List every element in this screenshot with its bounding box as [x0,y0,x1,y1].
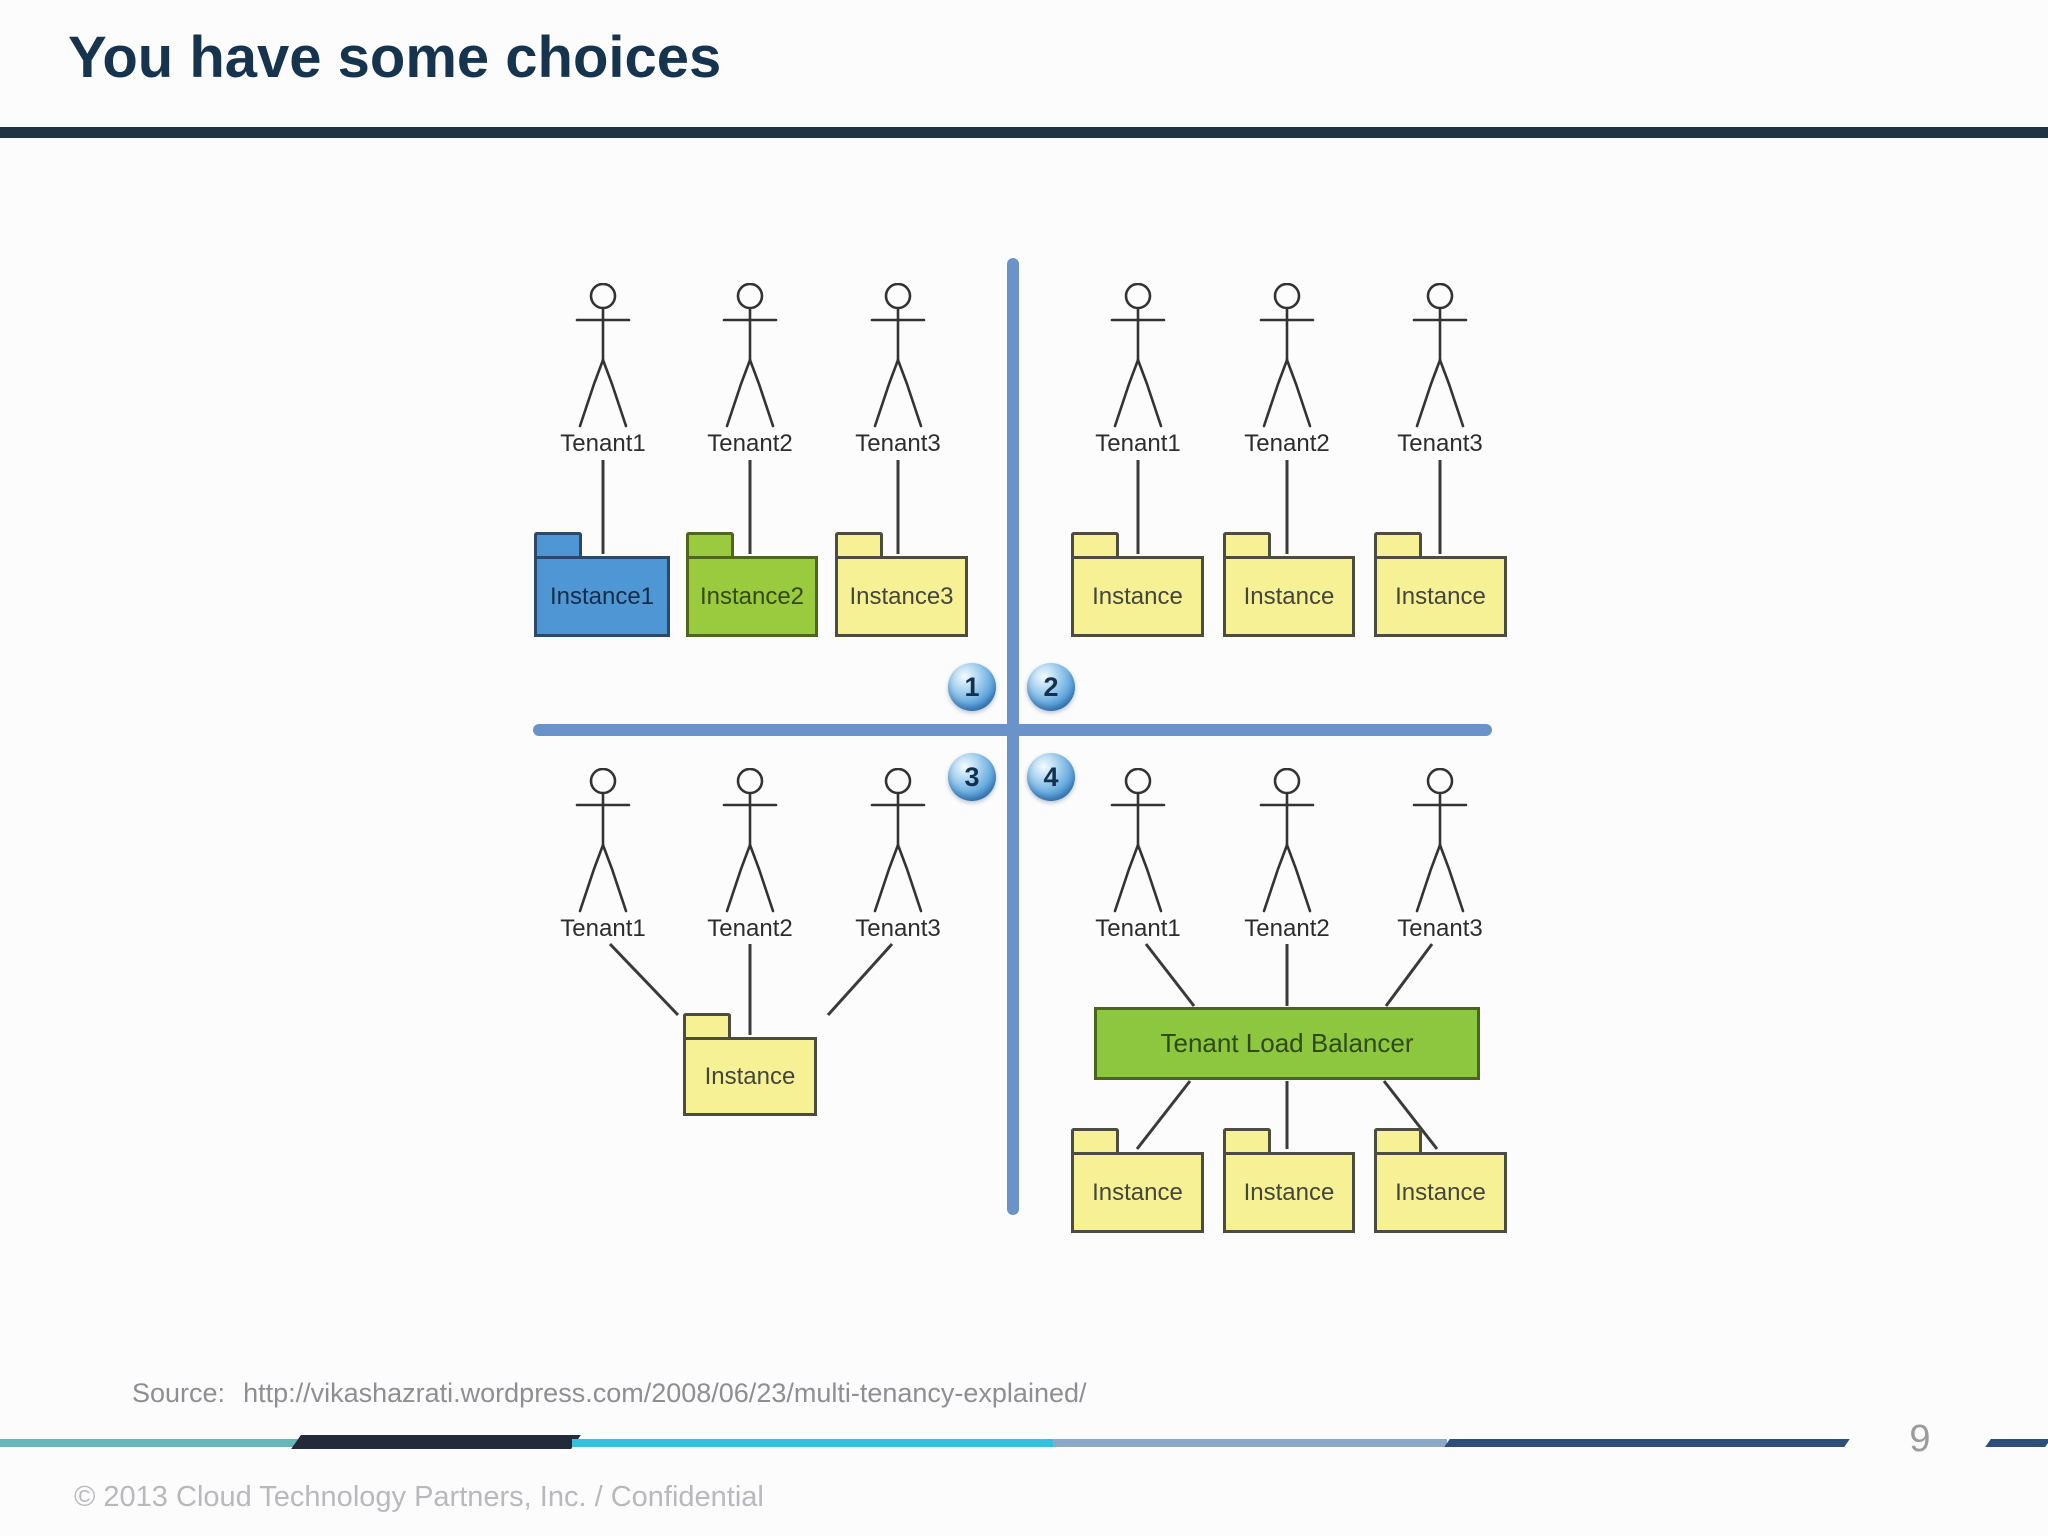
tenant-label: Tenant3 [855,430,941,457]
tenant-label: Tenant1 [560,915,646,942]
instance-label: Instance [1092,582,1183,610]
actor-icon [1410,768,1470,914]
title-underline-rule [0,127,2048,138]
instance-folder: Instance [1374,1128,1507,1233]
folder-tab [1223,532,1271,556]
tenant-label: Tenant2 [707,430,793,457]
quadrant-badge-3: 3 [948,753,996,801]
tenant-label: Tenant3 [1397,430,1483,457]
instance-folder: Instance [1223,532,1355,637]
actor-icon [1257,768,1317,914]
instance-folder: Instance [683,1013,817,1116]
instance-label: Instance3 [849,582,954,610]
folder-tab [1071,1128,1119,1152]
tenant-label: Tenant1 [560,430,646,457]
tenant-label: Tenant2 [1244,915,1330,942]
instance-folder: Instance3 [835,532,968,637]
instance-folder: Instance1 [534,532,670,637]
folder-tab [835,532,883,556]
instance-label: Instance [1395,1178,1486,1206]
source-url: http://vikashazrati.wordpress.com/2008/0… [243,1378,1087,1408]
instance-folder: Instance [1223,1128,1355,1233]
actor-icon [1108,283,1168,429]
actor-icon [573,768,633,914]
folder-tab [683,1013,731,1037]
instance-label: Instance [1092,1178,1183,1206]
divider-vertical-line [1007,258,1019,1215]
quadrant-badge-4: 4 [1027,753,1075,801]
folder-tab [534,532,582,556]
footer-rule-segment-lightsteel [1053,1439,1447,1447]
instance-folder: Instance [1071,532,1204,637]
source-attribution: Source: http://vikashazrati.wordpress.com… [132,1378,1087,1409]
page-title: You have some choices [68,25,722,90]
tenant-label: Tenant1 [1095,430,1181,457]
actor-icon [868,283,928,429]
instance-folder: Instance [1374,532,1507,637]
tenant-label: Tenant2 [1244,430,1330,457]
tenant-load-balancer-box: Tenant Load Balancer [1094,1007,1480,1080]
tenant-label: Tenant3 [855,915,941,942]
folder-tab [1223,1128,1271,1152]
badge-number: 2 [1043,671,1059,702]
actor-icon [1108,768,1168,914]
actor-icon [720,768,780,914]
instance-label: Instance [1243,1178,1335,1206]
instance-label: Instance [704,1062,796,1090]
actor-icon [573,283,633,429]
footer-rule-segment-navy [291,1435,581,1449]
tenant-label: Tenant3 [1397,915,1483,942]
instance-folder: Instance2 [686,532,818,637]
quadrant-badge-2: 2 [1027,663,1075,711]
actor-icon [868,768,928,914]
load-balancer-label: Tenant Load Balancer [1160,1028,1414,1058]
divider-horizontal-line [533,724,1492,736]
copyright-footer: © 2013 Cloud Technology Partners, Inc. /… [74,1481,764,1513]
badge-number: 4 [1043,761,1059,792]
badge-number: 1 [964,671,980,702]
actor-icon [1410,283,1470,429]
footer-rule-segment-darksteel [1444,1439,1850,1447]
instance-label: Instance2 [699,582,805,610]
instance-label: Instance [1395,582,1486,610]
source-label: Source: [132,1378,226,1408]
badge-number: 3 [964,761,980,792]
footer-rule-segment-teal [0,1439,307,1447]
folder-tab [686,532,734,556]
tenant-label: Tenant1 [1095,915,1181,942]
page-number: 9 [1909,1418,1931,1460]
instance-label: Instance1 [549,582,655,610]
actor-icon [720,283,780,429]
instance-folder: Instance [1071,1128,1204,1233]
folder-tab [1071,532,1119,556]
instance-label: Instance [1243,582,1335,610]
actor-icon [1257,283,1317,429]
footer-rule-segment-darksteel-right [1985,1439,2048,1447]
footer-rule-segment-cyan [572,1439,1053,1447]
folder-tab [1374,532,1422,556]
tenant-label: Tenant2 [707,915,793,942]
folder-tab [1374,1128,1422,1152]
quadrant-badge-1: 1 [948,663,996,711]
